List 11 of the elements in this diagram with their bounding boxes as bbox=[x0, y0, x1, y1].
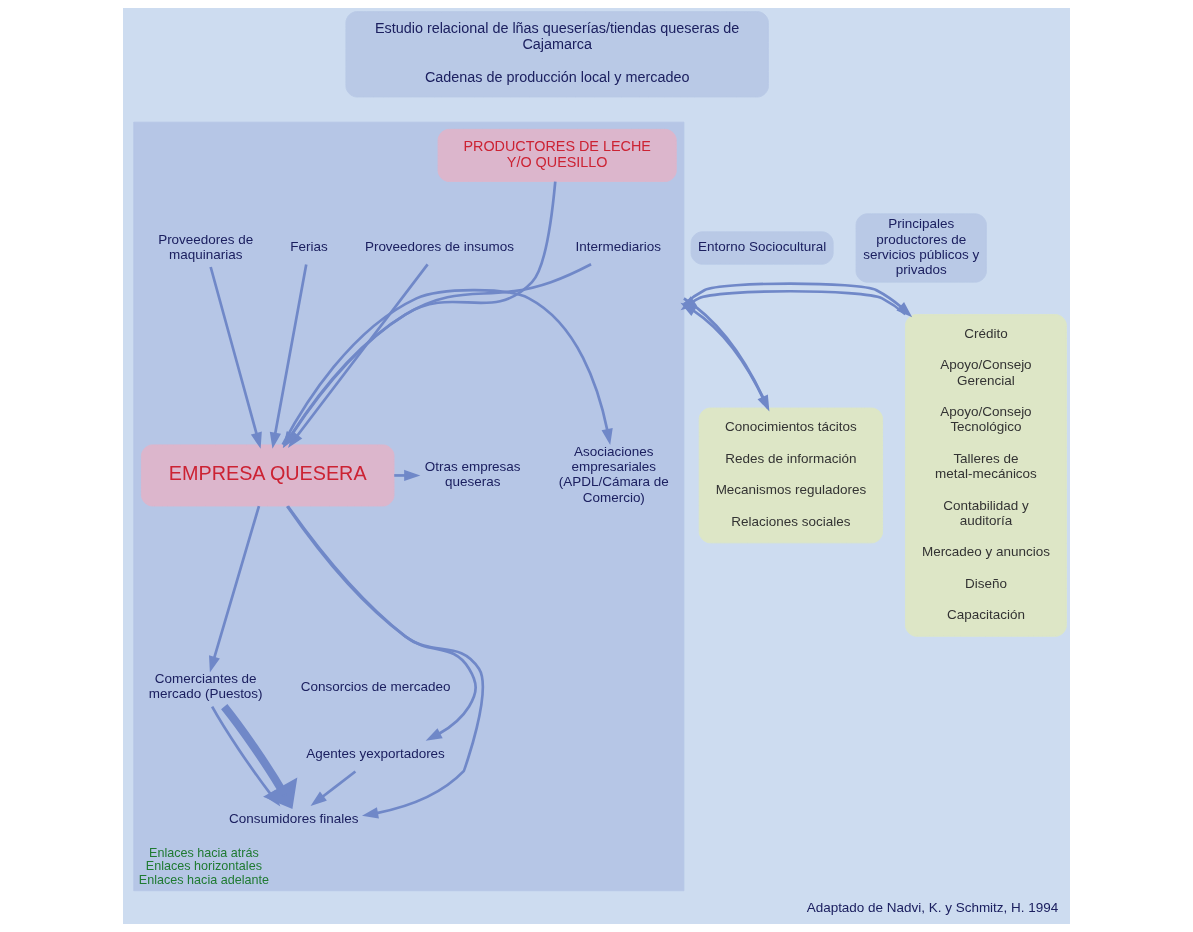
node-text: Proveedores de insumos bbox=[364, 239, 514, 255]
node-text: Asociaciones empresariales (APDL/Cámara de Comercio) bbox=[558, 443, 669, 505]
node-text: Proveedores de maquinarias bbox=[158, 231, 254, 262]
node-text: Ferias bbox=[290, 239, 328, 255]
node-text: Comerciantes de mercado (Puestos) bbox=[148, 671, 263, 702]
node-text: Consorcios de mercadeo bbox=[300, 678, 451, 694]
node-text: Intermediarios bbox=[575, 239, 661, 255]
node-text: Agentes yexportadores bbox=[306, 746, 445, 762]
node-text: Consumidores finales bbox=[229, 810, 359, 826]
caption: Adaptado de Nadvi, K. y Schmitz, H. 1994 bbox=[806, 900, 1059, 916]
node-text: Otras empresas queseras bbox=[424, 458, 521, 490]
